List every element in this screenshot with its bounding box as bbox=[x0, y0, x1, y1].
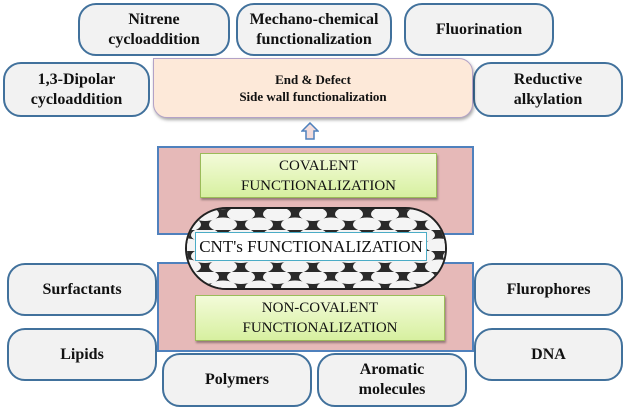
noncovalent-line1: NON-COVALENT bbox=[261, 300, 379, 316]
end-defect-line1: End & Defect bbox=[275, 72, 351, 87]
pill-line: Aromatic bbox=[359, 361, 425, 378]
covalent-line2: FUNCTIONALIZATION bbox=[241, 177, 396, 194]
pill-line: cycloaddition bbox=[30, 90, 123, 108]
noncovalent-line2: FUNCTIONALIZATION bbox=[242, 320, 398, 336]
pill-line: Mechano-chemical bbox=[249, 10, 379, 28]
method-reductive-alkylation: Reductive alkylation bbox=[473, 62, 623, 117]
method-polymers: Polymers bbox=[162, 353, 312, 407]
method-mechano-chemical: Mechano-chemical functionalization bbox=[236, 3, 392, 56]
pill-line: molecules bbox=[358, 381, 426, 398]
method-dipolar-cycloaddition: 1,3-Dipolar cycloaddition bbox=[3, 62, 150, 117]
method-aromatic-molecules: Aromatic molecules bbox=[317, 353, 467, 407]
end-defect-line2: Side wall functionalization bbox=[239, 89, 387, 104]
noncovalent-label-box: NON-COVALENT FUNCTIONALIZATION bbox=[195, 295, 445, 341]
method-nitrene-cycloaddition: Nitrene cycloaddition bbox=[78, 3, 230, 56]
method-flurophores: Flurophores bbox=[474, 263, 623, 316]
covalent-label-box: COVALENT FUNCTIONALIZATION bbox=[200, 153, 437, 198]
pill-line: Nitrene bbox=[128, 10, 180, 28]
method-fluorination: Fluorination bbox=[404, 3, 554, 56]
pill-line: DNA bbox=[531, 345, 566, 363]
pill-line: Reductive bbox=[513, 70, 583, 88]
pill-line: Surfactants bbox=[42, 280, 122, 298]
cnt-title-box: CNT's FUNCTIONALIZATION bbox=[195, 232, 427, 261]
pill-line: Fluorination bbox=[435, 20, 523, 38]
pill-line: alkylation bbox=[513, 90, 583, 108]
method-surfactants: Surfactants bbox=[7, 263, 157, 316]
method-lipids: Lipids bbox=[7, 328, 157, 381]
cnt-title: CNT's FUNCTIONALIZATION bbox=[199, 236, 423, 256]
pill-line: 1,3-Dipolar bbox=[37, 70, 116, 88]
pill-line: functionalization bbox=[256, 30, 372, 48]
method-dna: DNA bbox=[474, 328, 623, 381]
pill-line: Polymers bbox=[205, 371, 269, 388]
pill-line: Lipids bbox=[60, 345, 104, 363]
pill-line: cycloaddition bbox=[108, 30, 200, 48]
pill-line: Flurophores bbox=[506, 280, 591, 298]
covalent-line1: COVALENT bbox=[279, 157, 358, 174]
up-arrow-icon bbox=[301, 122, 319, 140]
